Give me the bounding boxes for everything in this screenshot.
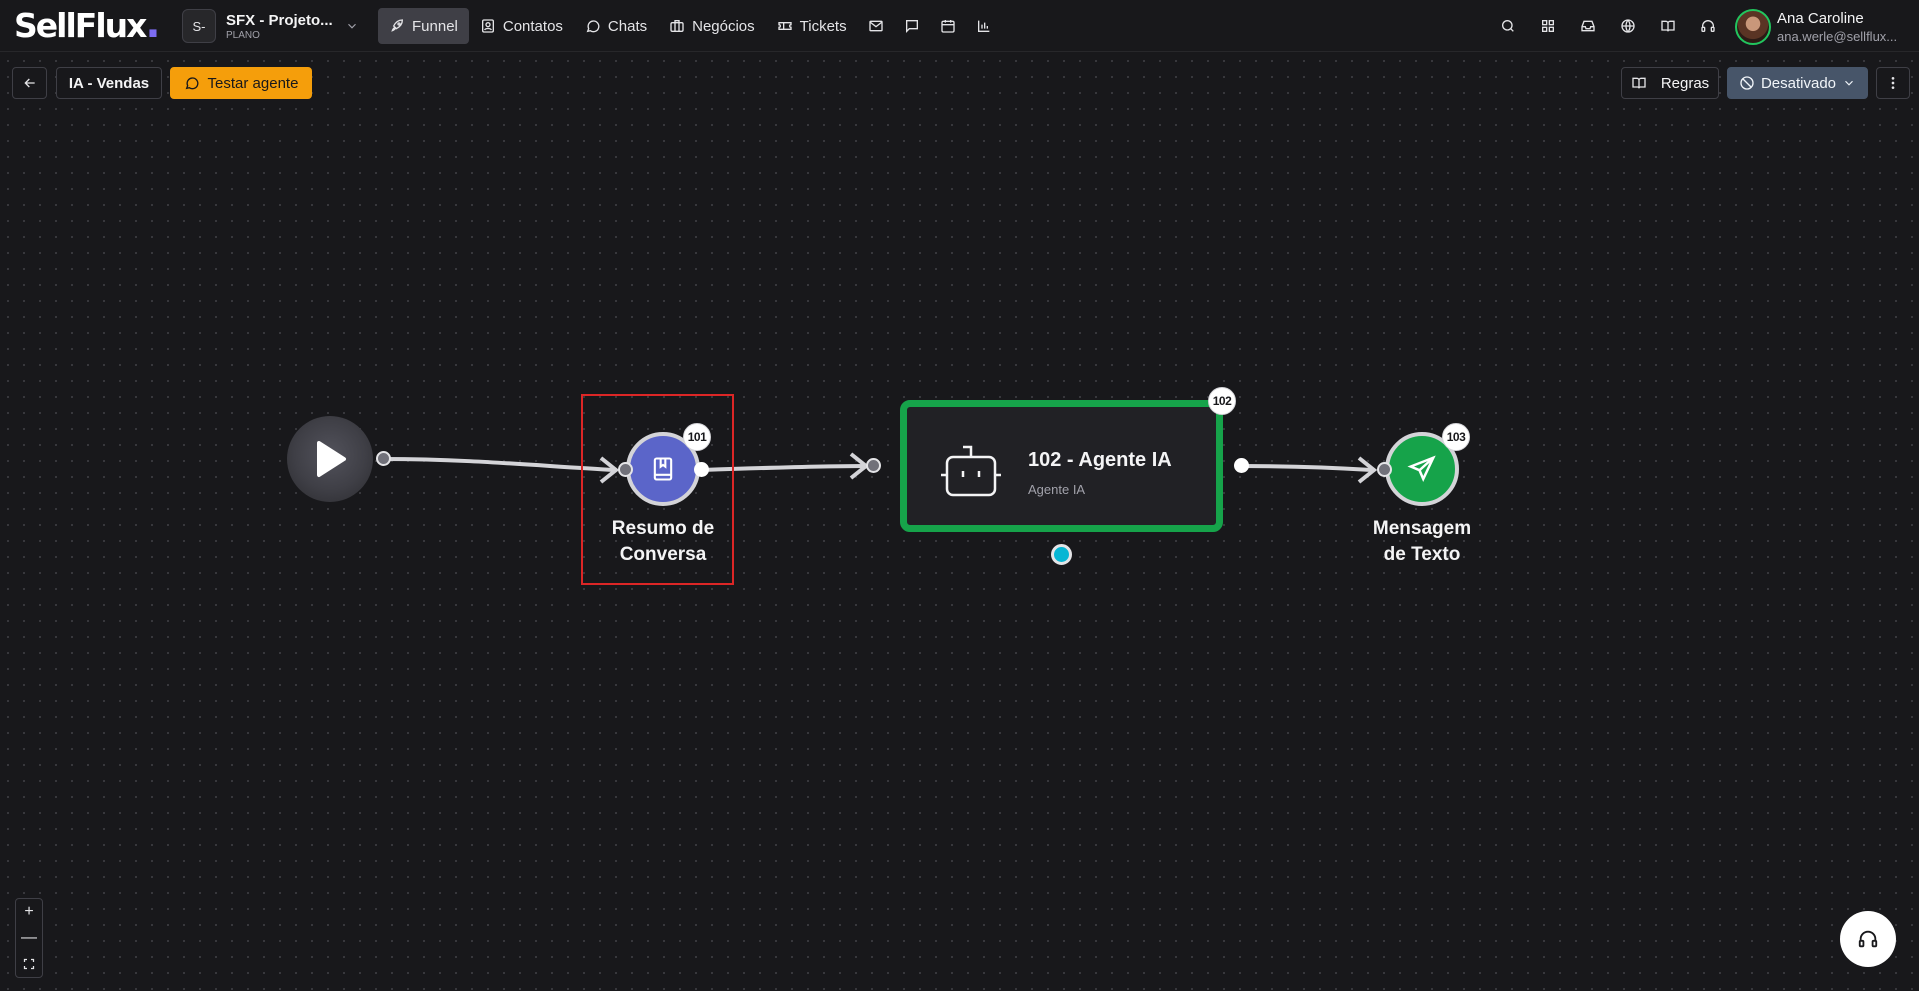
top-navigation-bar: SellFlux. S- SFX - Projeto... PLANO Funn… — [0, 0, 1919, 52]
chat-icon — [185, 77, 198, 90]
language-button[interactable] — [1608, 8, 1648, 44]
main-nav: Funnel Contatos Chats Negócios Tickets — [378, 8, 1002, 44]
node-103-input-handle[interactable] — [1377, 462, 1392, 477]
selection-highlight — [581, 394, 734, 585]
nav-contatos[interactable]: Contatos — [469, 8, 574, 44]
inbox-button[interactable] — [1568, 8, 1608, 44]
status-dropdown[interactable]: Desativado — [1727, 67, 1868, 99]
user-menu[interactable]: Ana Caroline ana.werle@sellflux... — [1735, 8, 1897, 46]
chevron-down-icon — [347, 23, 356, 29]
docs-button[interactable] — [1648, 8, 1688, 44]
node-103-label: Mensagem de Texto — [1372, 518, 1472, 565]
agent-node-title: 102 - Agente IA — [1028, 449, 1172, 471]
back-button[interactable] — [12, 67, 47, 99]
contacts-icon — [481, 19, 494, 33]
zoom-in-button[interactable]: + — [24, 903, 34, 920]
start-output-handle[interactable] — [376, 451, 391, 466]
edge-arrow-103 — [1357, 456, 1378, 484]
support-chat-button[interactable] — [1840, 911, 1896, 967]
node-id-badge: 101 — [683, 423, 711, 451]
node-agente-ia[interactable]: 102 - Agente IA Agente IA — [900, 400, 1223, 532]
project-selector[interactable]: S- SFX - Projeto... PLANO — [182, 8, 359, 44]
apps-grid-icon — [1542, 19, 1554, 32]
search-icon — [1502, 20, 1514, 32]
node-101-output-handle[interactable] — [694, 462, 709, 477]
briefcase-icon — [670, 20, 684, 32]
send-icon — [1407, 455, 1436, 483]
arrow-left-icon — [23, 78, 35, 88]
node-102-tool-handle[interactable] — [1051, 544, 1072, 565]
nav-funnel[interactable]: Funnel — [378, 8, 469, 44]
chat-icon — [586, 20, 600, 33]
edge-start-to-101 — [383, 457, 616, 472]
node-102-input-handle[interactable] — [866, 458, 881, 473]
nav-chats[interactable]: Chats — [574, 8, 658, 44]
edge-101-to-102 — [701, 464, 867, 472]
nav-tickets[interactable]: Tickets — [766, 8, 858, 44]
help-button[interactable] — [1688, 8, 1728, 44]
header-tools — [1488, 8, 1728, 44]
avatar — [1735, 9, 1771, 45]
chevron-down-icon — [1845, 80, 1853, 86]
globe-icon — [1621, 19, 1635, 33]
book-open-icon — [1632, 77, 1646, 89]
book-icon — [653, 457, 673, 481]
play-icon — [317, 441, 346, 477]
user-name: Ana Caroline — [1777, 10, 1864, 27]
project-plan: PLANO — [226, 29, 260, 41]
mail-icon — [868, 20, 883, 32]
search-button[interactable] — [1488, 8, 1528, 44]
node-id-badge: 102 — [1208, 387, 1236, 415]
ticket-icon — [777, 22, 792, 30]
more-options-button[interactable] — [1876, 67, 1910, 99]
inbox-icon — [1581, 20, 1595, 32]
nav-messages[interactable] — [894, 8, 930, 44]
node-101-input-handle[interactable] — [618, 462, 633, 477]
rules-button[interactable]: Regras — [1621, 67, 1719, 99]
agent-node-subtitle: Agente IA — [1028, 482, 1086, 497]
fit-view-button[interactable] — [16, 951, 42, 977]
headset-icon — [1701, 20, 1715, 32]
more-vertical-icon — [1891, 77, 1895, 89]
headset-icon — [1858, 930, 1878, 948]
node-id-badge: 103 — [1442, 423, 1470, 451]
project-avatar: S- — [182, 9, 216, 43]
nav-negocios[interactable]: Negócios — [658, 8, 766, 44]
start-node[interactable] — [287, 416, 373, 502]
book-open-icon — [1661, 20, 1675, 32]
bot-icon — [941, 445, 1001, 497]
nav-reports[interactable] — [966, 8, 1002, 44]
sellflux-logo[interactable]: SellFlux. — [14, 1, 161, 47]
flow-title[interactable]: IA - Vendas — [56, 67, 162, 99]
test-agent-button[interactable]: Testar agente — [170, 67, 312, 99]
zoom-out-button[interactable]: — — [21, 929, 37, 946]
zoom-controls: + — — [15, 898, 43, 978]
nav-calendar[interactable] — [930, 8, 966, 44]
apps-button[interactable] — [1528, 8, 1568, 44]
rocket-icon — [391, 19, 404, 32]
edge-arrow-101 — [599, 456, 620, 484]
fit-view-icon — [23, 958, 35, 970]
ban-icon — [1740, 76, 1754, 90]
nav-email[interactable] — [858, 8, 894, 44]
message-square-icon — [905, 20, 918, 33]
edge-102-to-103 — [1240, 464, 1373, 472]
node-101-label: Resumo de Conversa — [611, 518, 715, 565]
node-102-output-handle[interactable] — [1234, 458, 1249, 473]
user-email: ana.werle@sellflux... — [1777, 29, 1898, 44]
calendar-icon — [940, 20, 955, 33]
bar-chart-icon — [977, 20, 989, 32]
project-name: SFX - Projeto... — [226, 11, 333, 29]
